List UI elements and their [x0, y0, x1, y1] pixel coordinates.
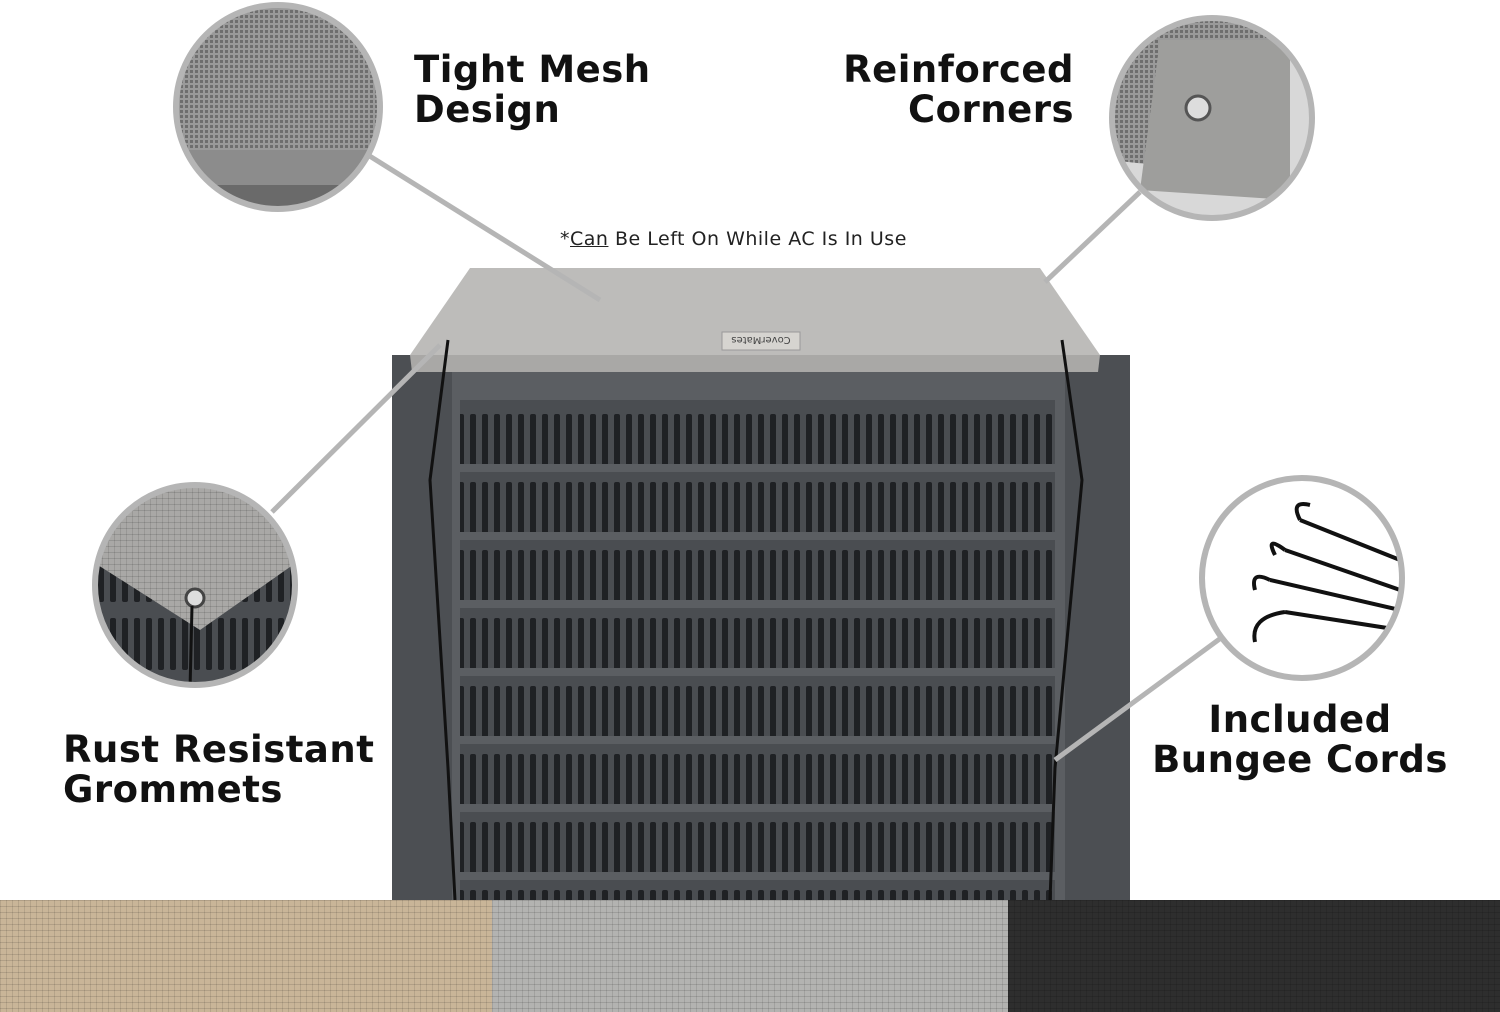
note-underlined: Can [570, 228, 609, 250]
feature-line: Included [1208, 698, 1392, 741]
bungee-cord-left [428, 339, 457, 901]
ac-unit: CoverMates [392, 268, 1130, 915]
color-swatches [0, 900, 1500, 1012]
feature-line: Rust Resistant [63, 728, 375, 771]
brand-tag [721, 331, 801, 351]
feature-line: Grommets [63, 768, 283, 811]
bungee-cord-right [1048, 339, 1084, 901]
feature-reinforced-corners: Reinforced Corners [843, 50, 1074, 130]
feature-rust-resistant-grommets: Rust Resistant Grommets [63, 730, 374, 810]
callout-lines [270, 152, 1227, 763]
grommet-detail-circle [92, 482, 298, 688]
feature-line: Design [414, 88, 561, 131]
usage-note: *Can Be Left On While AC Is In Use [560, 228, 907, 250]
feature-line: Corners [907, 88, 1074, 131]
brand-tag-text: CoverMates [731, 334, 790, 345]
mesh-detail-circle [173, 2, 383, 212]
corner-detail-circle [1109, 15, 1315, 221]
bungee-detail-circle [1199, 475, 1405, 681]
feature-line: Tight Mesh [414, 48, 651, 91]
feature-line: Reinforced [843, 48, 1074, 91]
feature-bungee-cords: Included Bungee Cords [1150, 700, 1450, 780]
note-prefix: * [560, 228, 570, 250]
feature-line: Bungee Cords [1152, 738, 1448, 781]
note-rest: Be Left On While AC Is In Use [608, 228, 907, 250]
feature-tight-mesh: Tight Mesh Design [414, 50, 651, 130]
